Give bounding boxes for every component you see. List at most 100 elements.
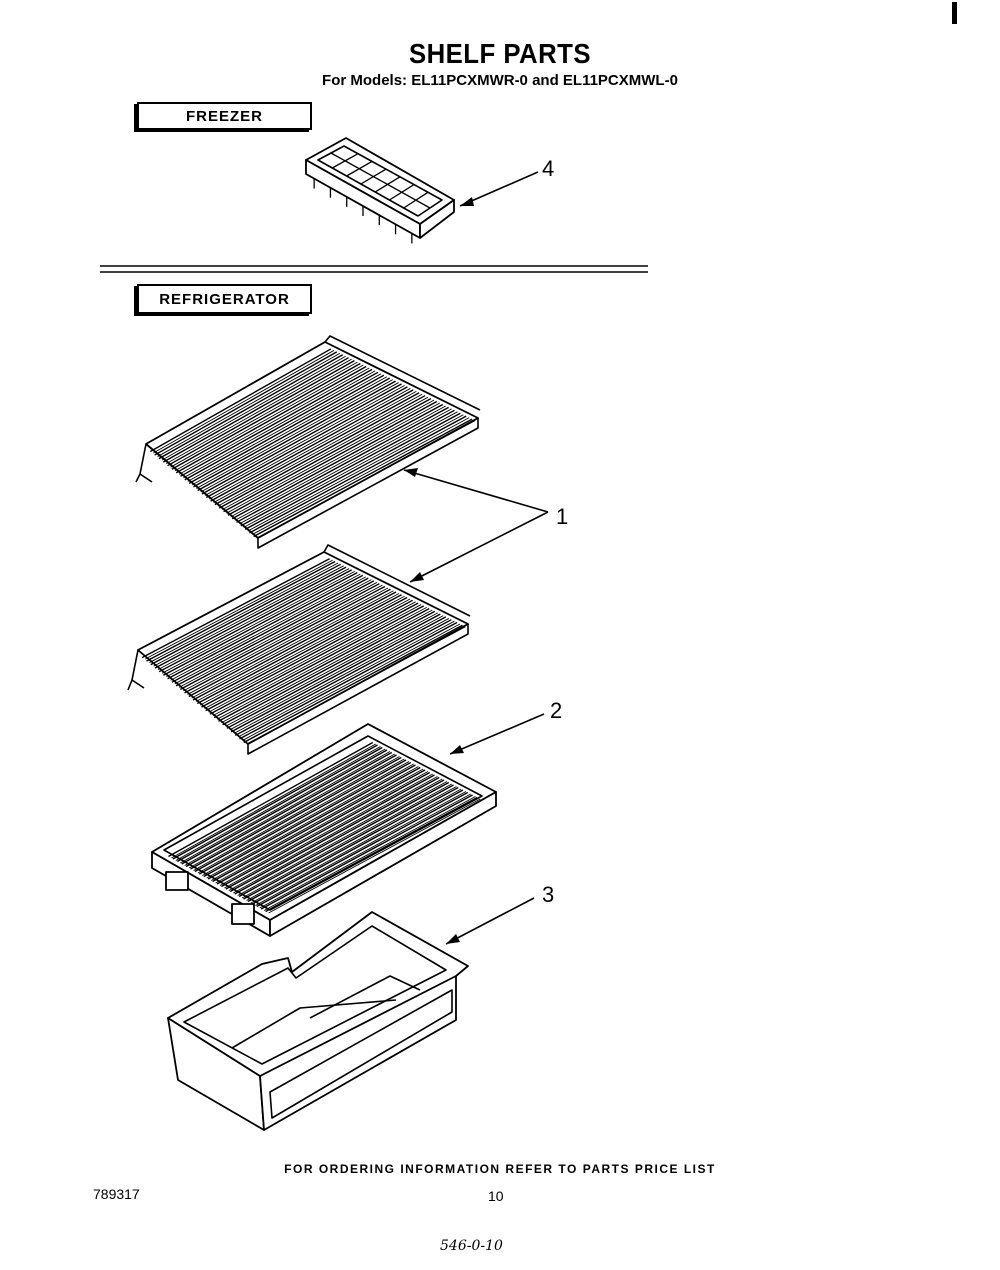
drawing-stroke — [212, 766, 421, 883]
crisper-cover-drawing — [151, 723, 497, 937]
drawing-stroke — [217, 393, 423, 507]
drawing-stroke — [175, 746, 381, 861]
drawing-stroke — [222, 610, 436, 726]
drawing-stroke — [240, 409, 455, 527]
drawing-stroke — [330, 152, 431, 209]
drawing-stroke — [241, 783, 452, 899]
drawing-stroke — [145, 559, 333, 660]
drawing-stroke — [205, 386, 408, 499]
drawing-stroke — [200, 382, 399, 493]
drawing-stroke — [218, 395, 426, 509]
drawing-stroke — [215, 768, 424, 884]
drawing-stroke — [226, 399, 435, 514]
drawing-stroke — [225, 774, 435, 890]
drawing-stroke — [246, 786, 457, 901]
drawing-stroke — [230, 616, 447, 733]
drawing-stroke — [195, 593, 400, 702]
document-number: 789317 — [93, 1186, 140, 1202]
drawing-stroke — [214, 392, 420, 506]
drawing-stroke — [153, 565, 344, 667]
ordering-note: FOR ORDERING INFORMATION REFER TO PARTS … — [284, 1162, 716, 1176]
drawing-stroke — [161, 570, 355, 674]
drawing-stroke — [157, 568, 350, 671]
page-title: SHELF PARTS — [408, 38, 592, 69]
drawing-stroke — [166, 573, 361, 678]
drawing-stroke — [170, 361, 358, 468]
section-divider — [100, 265, 648, 273]
drawing-stroke — [263, 796, 476, 911]
drawing-stroke — [213, 390, 417, 503]
drawing-stroke — [190, 754, 397, 870]
drawing-stroke — [193, 377, 391, 488]
drawing-stroke — [141, 558, 330, 659]
freezer-section-label: FREEZER — [137, 102, 312, 130]
drawing-stroke — [247, 414, 464, 532]
drawing-stroke — [185, 751, 393, 868]
drawing-stroke — [238, 620, 455, 738]
drawing-stroke — [178, 367, 370, 475]
drawing-stroke — [268, 798, 481, 914]
drawing-stroke — [196, 594, 402, 705]
drawing-stroke — [153, 350, 335, 454]
drawing-stroke — [158, 569, 353, 673]
drawing-stroke — [202, 761, 410, 876]
drawing-stroke — [207, 764, 416, 880]
drawing-stroke — [188, 588, 391, 698]
drawing-stroke — [205, 599, 413, 712]
drawing-stroke — [167, 360, 355, 467]
drawing-stroke — [228, 776, 438, 891]
drawing-stroke — [163, 571, 358, 676]
drawing-stroke — [252, 789, 464, 905]
drawing-stroke — [224, 773, 433, 889]
drawing-stroke — [213, 605, 425, 719]
wire-shelf-upper-drawing — [135, 335, 481, 549]
drawing-stroke — [209, 602, 419, 715]
drawing-stroke — [265, 796, 478, 913]
drawing-stroke — [234, 619, 452, 737]
drawing-stroke — [210, 766, 419, 881]
drawing-stroke — [175, 365, 367, 474]
drawing-stroke — [242, 623, 461, 741]
drawing-stroke — [229, 615, 444, 731]
drawing-stroke — [158, 354, 343, 460]
drawing-stroke — [209, 388, 411, 500]
drawing-stroke — [154, 566, 347, 669]
crisper-pan-drawing — [167, 911, 469, 1131]
drawing-stroke — [227, 400, 438, 516]
drawing-stroke — [174, 579, 372, 685]
drawing-stroke — [157, 352, 340, 457]
registration-mark — [952, 2, 957, 24]
drawing-stroke — [149, 562, 339, 663]
drawing-stroke — [175, 580, 375, 687]
drawing-stroke — [194, 756, 402, 873]
drawing-stroke — [201, 596, 408, 708]
drawing-stroke — [233, 778, 443, 894]
leader-lines — [403, 171, 549, 945]
drawing-stroke — [249, 415, 467, 534]
drawing-stroke — [243, 411, 458, 528]
drawing-stroke — [252, 417, 470, 535]
drawing-stroke — [216, 606, 427, 720]
drawing-stroke — [180, 748, 386, 864]
drawing-stroke — [187, 373, 382, 482]
drawing-stroke — [219, 771, 429, 886]
callout-ice-tray: 4 — [542, 156, 555, 181]
drawing-stroke — [236, 406, 449, 523]
drawing-stroke — [253, 418, 473, 538]
drawing-stroke — [237, 781, 448, 896]
drawing-stroke — [234, 779, 445, 895]
drawing-stroke — [171, 743, 376, 859]
drawing-stroke — [191, 590, 394, 699]
drawing-stroke — [239, 621, 458, 740]
drawing-stroke — [225, 612, 438, 727]
drawing-stroke — [247, 786, 459, 903]
drawing-stroke — [188, 374, 385, 484]
page-number: 10 — [488, 1188, 504, 1204]
drawing-stroke — [168, 741, 374, 858]
drawing-stroke — [231, 403, 444, 520]
drawing-stroke — [192, 591, 397, 701]
drawing-stroke — [170, 576, 366, 681]
drawing-stroke — [172, 744, 378, 860]
drawing-stroke — [234, 405, 446, 521]
